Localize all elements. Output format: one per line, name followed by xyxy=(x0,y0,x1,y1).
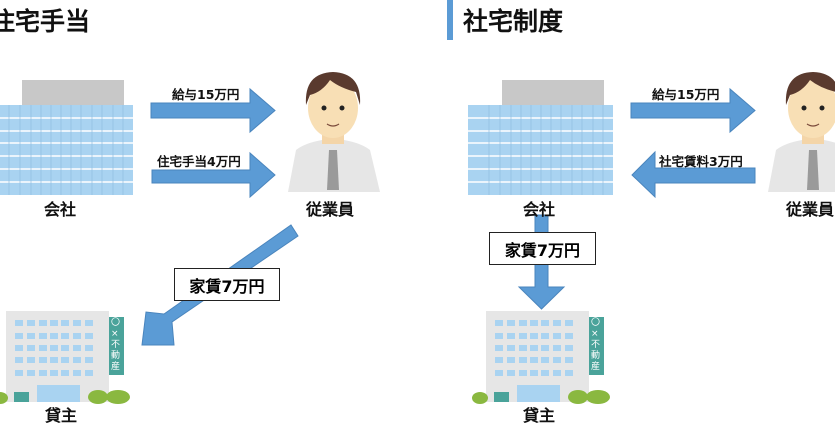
employee-icon xyxy=(767,71,835,193)
panel-title: 住宅手当 xyxy=(0,7,91,36)
salary-label: 給与15万円 xyxy=(652,87,720,102)
employee-icon xyxy=(287,71,381,193)
landlord-label: 貸主 xyxy=(523,406,556,425)
panel-title: 社宅制度 xyxy=(463,7,564,36)
allowance-arrow xyxy=(151,151,276,199)
landlord-building-icon xyxy=(472,311,610,404)
title-accent-bar xyxy=(447,0,453,40)
company-label: 会社 xyxy=(44,200,77,219)
sign-text: 〇×不動産 xyxy=(591,318,601,372)
rent-box: 家賃7万円 xyxy=(489,232,596,265)
company-rent-label: 社宅賃料3万円 xyxy=(659,154,743,169)
company-rent-arrow xyxy=(631,150,756,199)
salary-arrow xyxy=(630,87,756,134)
salary-label: 給与15万円 xyxy=(172,87,240,102)
employee-label: 従業員 xyxy=(786,200,835,219)
allowance-label: 住宅手当4万円 xyxy=(157,154,241,169)
company-label: 会社 xyxy=(523,200,556,219)
salary-arrow xyxy=(150,87,276,134)
employee-label: 従業員 xyxy=(306,200,355,219)
company-building-icon xyxy=(467,79,614,196)
sign-text: 〇×不動産 xyxy=(111,318,121,372)
rent-box: 家賃7万円 xyxy=(174,268,280,301)
company-building-icon xyxy=(0,79,134,196)
landlord-label: 貸主 xyxy=(45,406,78,425)
